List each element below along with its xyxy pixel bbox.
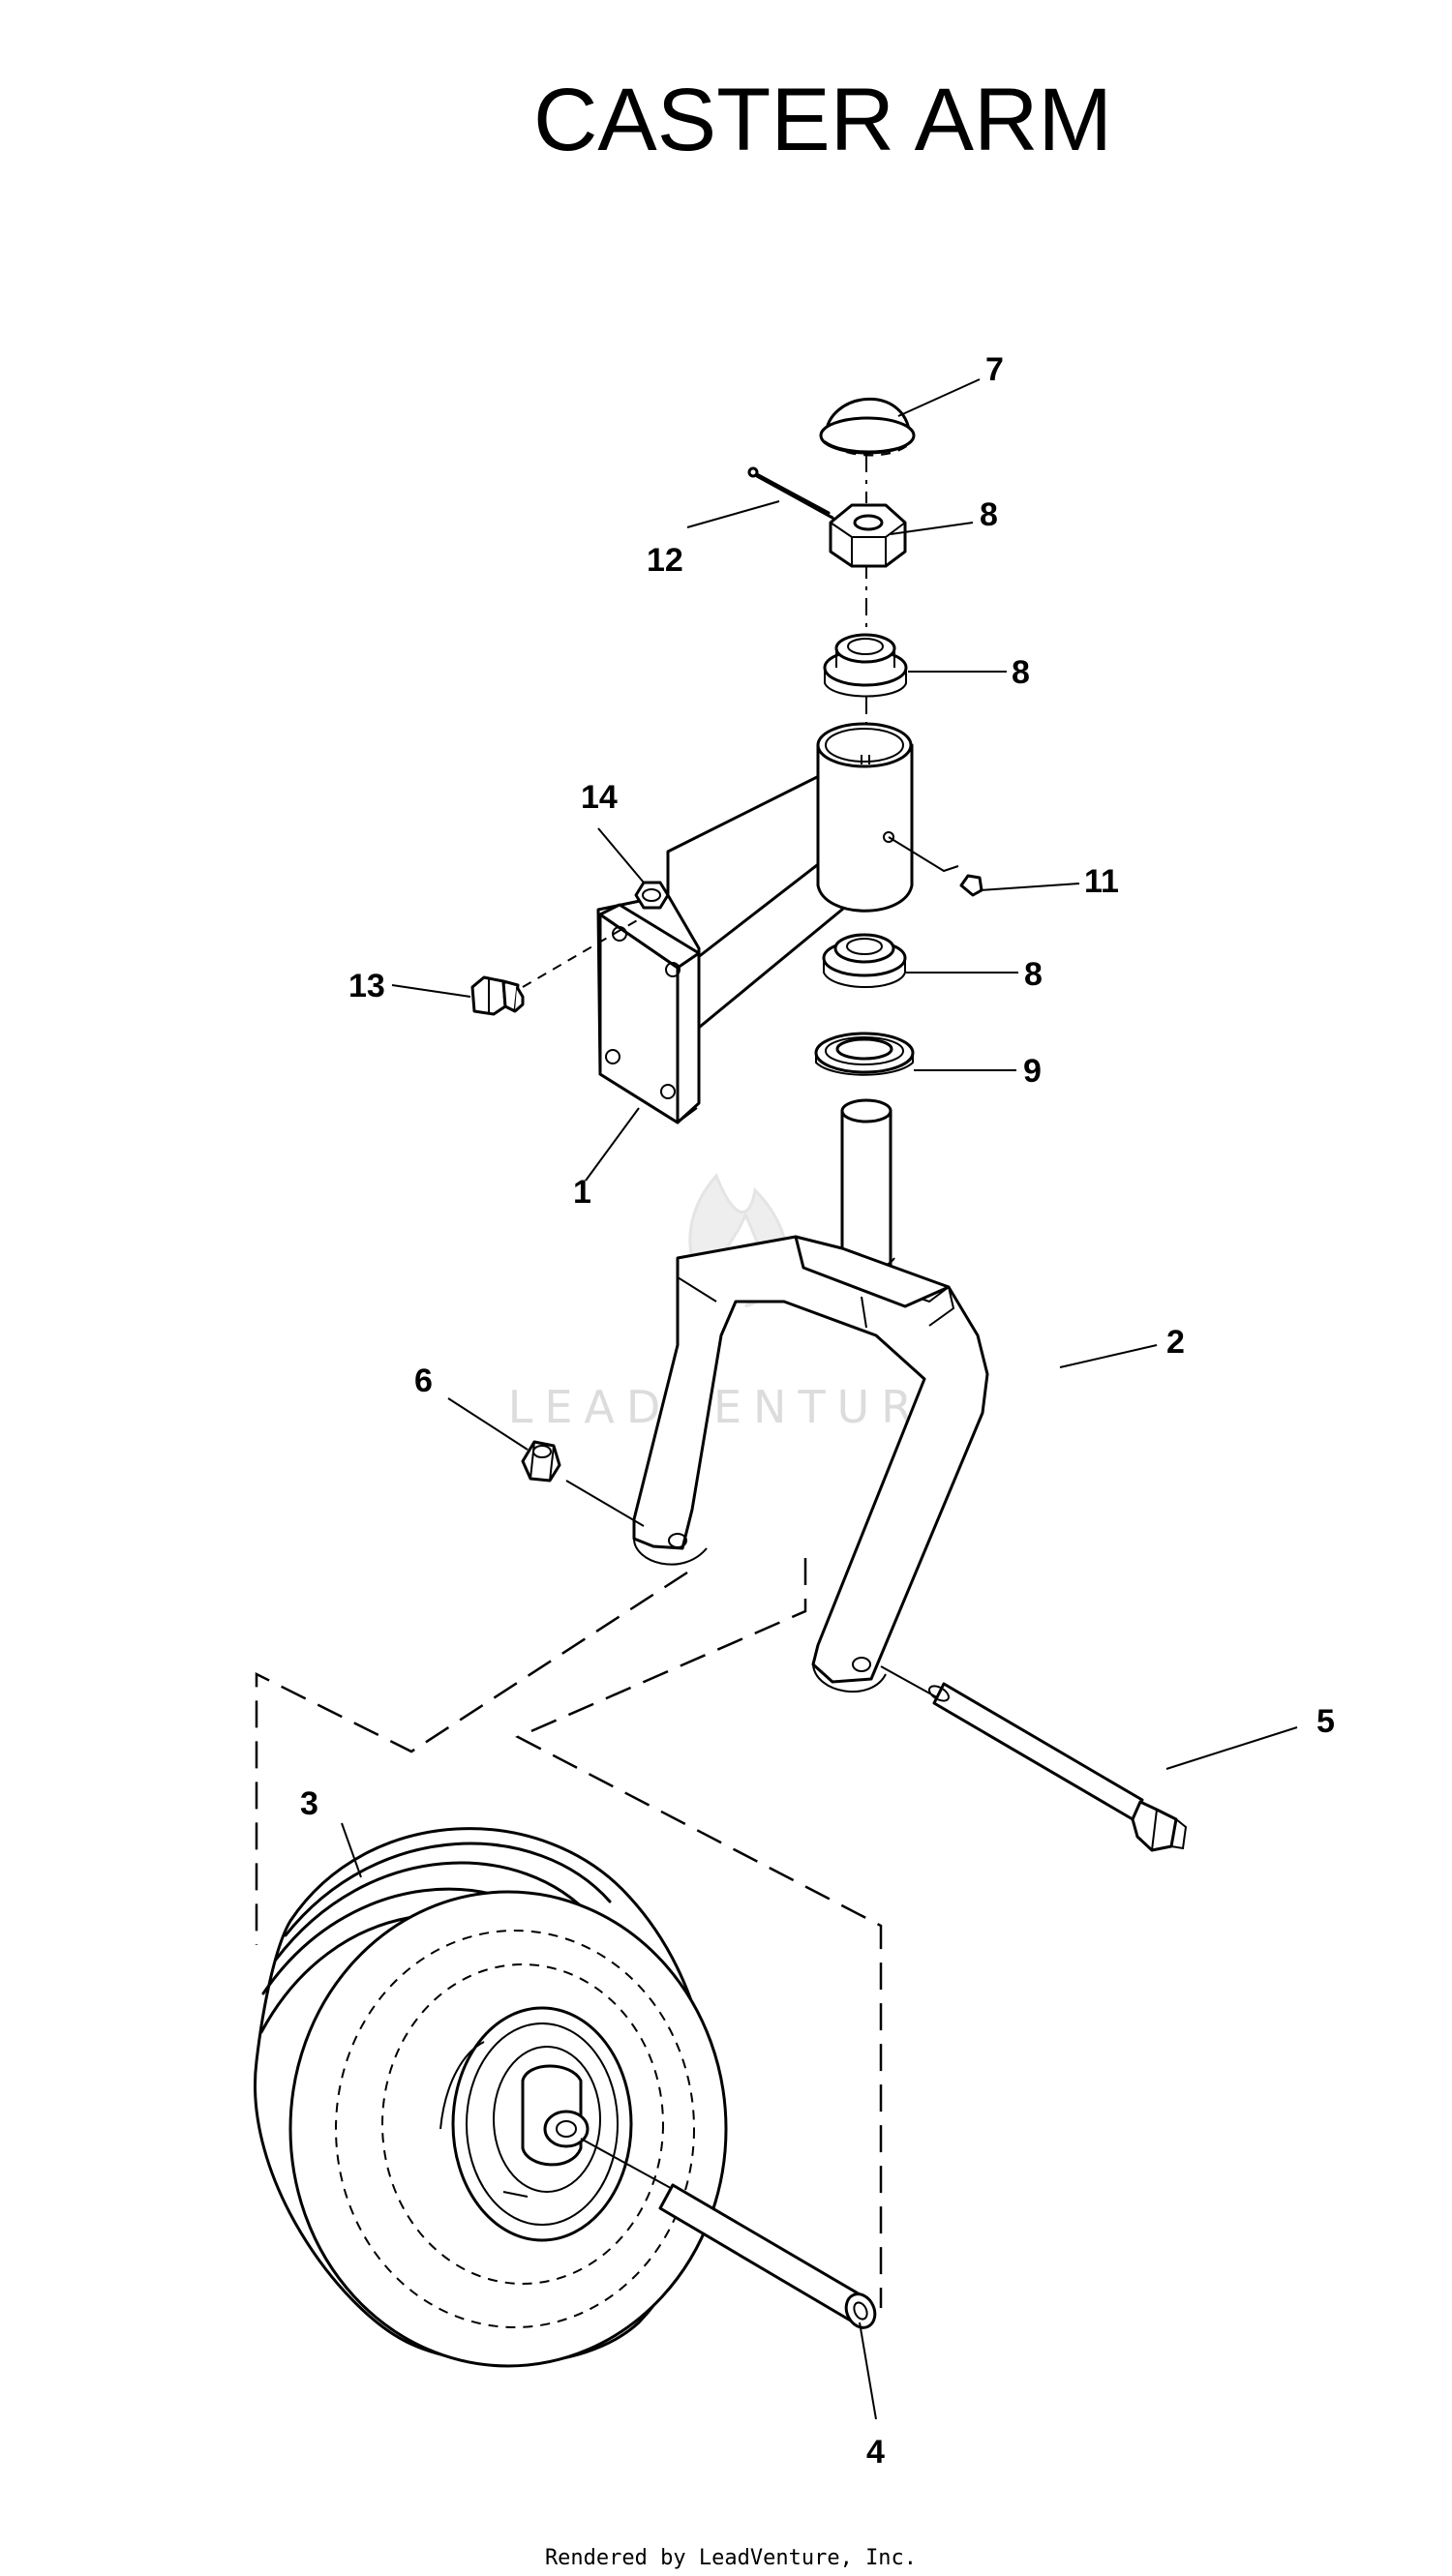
callout-2: 2	[1166, 1324, 1185, 1361]
callout-9: 9	[1023, 1053, 1042, 1090]
callout-1: 1	[573, 1174, 591, 1211]
callout-13: 13	[348, 968, 385, 1004]
assembly-guide-lines	[255, 1558, 883, 2308]
callout-14: 14	[581, 779, 618, 816]
callout-3: 3	[300, 1785, 318, 1822]
part-mount-bolt	[470, 918, 640, 1016]
part-bearing-lower	[822, 933, 907, 988]
callout-4: 4	[866, 2434, 885, 2471]
part-bearing-upper	[823, 633, 908, 698]
part-castle-nut	[829, 503, 907, 568]
part-axle-bolt	[880, 1665, 1188, 1852]
callout-8-upper: 8	[1012, 654, 1030, 691]
footer-credit: Rendered by LeadVenture, Inc.	[545, 2546, 917, 2570]
callout-8-lower: 8	[1024, 956, 1043, 993]
callout-12: 12	[647, 542, 683, 579]
callout-numbers: 7 8 8 11 8 9 2 5 12 14 13 1 6 3 4	[300, 351, 1335, 2471]
callout-5: 5	[1316, 1703, 1335, 1740]
part-dust-cap	[819, 398, 916, 457]
part-caster-fork	[632, 1098, 989, 1693]
part-grease-fitting	[888, 836, 983, 897]
callout-leaders	[341, 378, 1298, 2420]
diagram-title: CASTER ARM	[533, 71, 1112, 169]
part-cotter-pin	[747, 466, 834, 520]
callout-10: 8	[980, 496, 998, 533]
watermark-text: LEADVENTURE	[508, 1381, 964, 1433]
part-spacer-tube	[580, 2138, 877, 2329]
part-seal	[814, 1032, 915, 1076]
part-wheel-tire	[254, 1827, 728, 2368]
callout-7: 7	[985, 351, 1004, 388]
part-lock-nut	[634, 881, 670, 910]
part-nut	[521, 1440, 645, 1527]
callout-11: 11	[1084, 863, 1119, 900]
part-caster-arm	[596, 722, 914, 1124]
callout-6: 6	[414, 1363, 433, 1399]
